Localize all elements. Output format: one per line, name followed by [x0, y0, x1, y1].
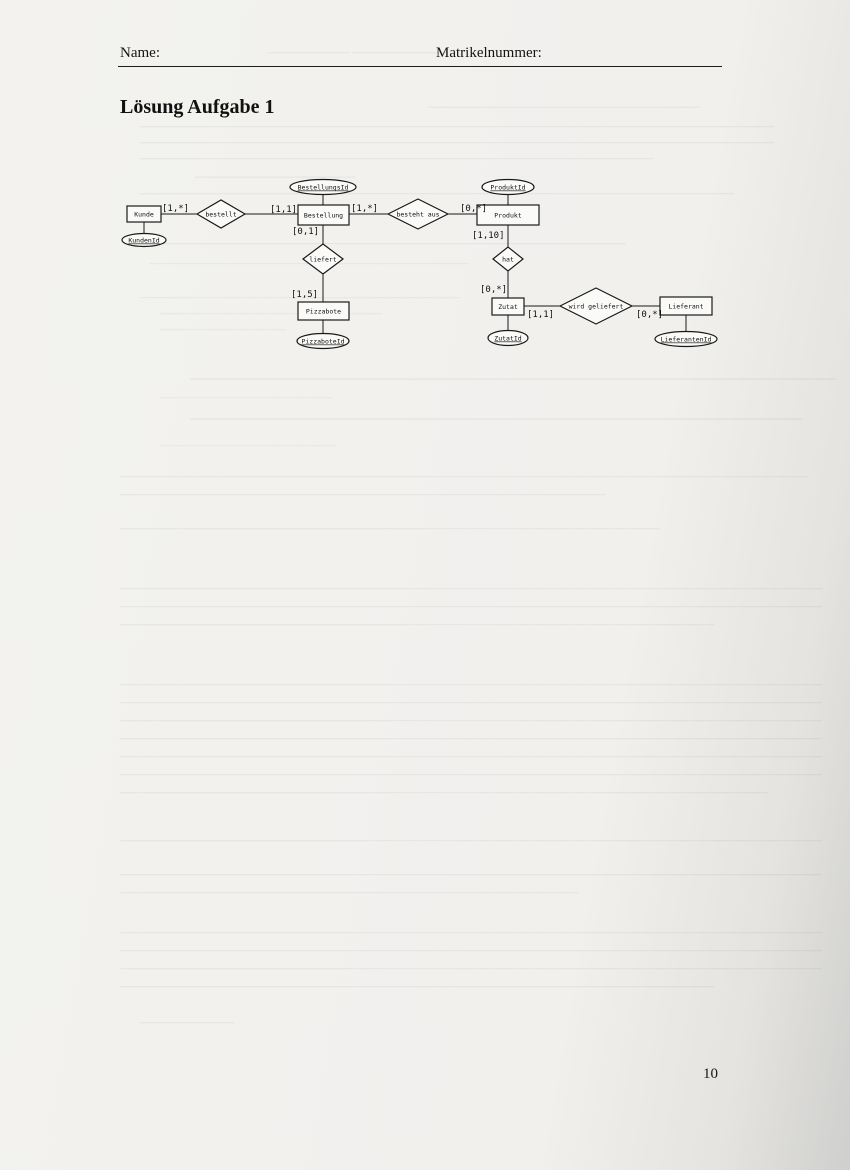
entity-bestellung — [297, 204, 350, 226]
bleed-through-text: ————————————————————————————————————————… — [120, 598, 822, 613]
matrikelnummer-label: Matrikelnummer: — [436, 45, 542, 61]
bleed-through-text: ————————————————— — [428, 98, 700, 115]
attr-lieferantenid-label: LieferantenId — [661, 336, 712, 344]
bleed-through-text: ————————————————————————————————————————… — [140, 118, 775, 133]
attr-bestellungsid — [289, 178, 357, 196]
attr-produktid-label: ProduktId — [490, 184, 525, 192]
header-rule — [118, 66, 722, 67]
bleed-through-text: —————— ——————— — [268, 44, 447, 59]
attr-bestellungsid-label: BestellungsId — [298, 184, 349, 192]
bleed-through-text: ————————————————————————————————————————… — [120, 468, 809, 483]
rel-besteht-aus-label: besteht aus — [396, 211, 439, 219]
bleed-through-text: ———————————————————————————————————— — [140, 235, 626, 250]
rel-wird-geliefert — [558, 287, 634, 325]
entity-bestellung-label: Bestellung — [304, 212, 343, 220]
bleed-through-text: ————————————————————————————————————————… — [120, 748, 822, 763]
attr-zutatid — [487, 329, 529, 347]
card-zutat-hat: [0,*] — [480, 285, 507, 295]
entity-produkt-label: Produkt — [494, 212, 521, 220]
entity-zutat — [491, 297, 525, 316]
bleed-through-text: ————————————————————————————————————————… — [120, 924, 822, 939]
entity-lieferant — [659, 296, 713, 316]
rel-bestellt-label: bestellt — [205, 211, 236, 219]
bleed-through-text: —————————————————————————————— — [160, 392, 332, 403]
attr-kundenid — [121, 232, 167, 248]
rel-besteht-aus — [386, 198, 450, 230]
bleed-through-text: ——————— — [140, 1014, 235, 1029]
bleed-through-text: ————————————————————————————————————————… — [120, 832, 822, 847]
bleed-through-text: —————————————————————————————————————— — [140, 150, 653, 165]
bleed-through-text: ———————————————————————————————————— — [190, 408, 802, 427]
name-label: Name: — [120, 45, 160, 61]
card-lieferant-wird-geliefert: [0,*] — [636, 310, 663, 320]
bleed-through-text: ————————————————————————————————————————… — [120, 960, 822, 975]
entity-produkt — [476, 204, 540, 226]
bleed-through-text: ——————————————————————————————— — [160, 440, 337, 451]
bleed-through-text: ————————————————————————————————————————… — [120, 580, 822, 595]
entity-pizzabote — [297, 301, 350, 321]
card-produkt-hat: [1,10] — [472, 231, 505, 241]
bleed-through-text: ————————————————————————————————————————… — [120, 694, 822, 709]
page-title: Lösung Aufgabe 1 — [120, 96, 275, 118]
entity-kunde — [126, 205, 162, 223]
bleed-through-text: ———————————————————————————————————————— — [120, 520, 660, 535]
bleed-through-text: ————————————————————————————————————————… — [140, 185, 734, 200]
attr-lieferantenid — [654, 330, 718, 348]
card-bestellung-besteht-aus: [1,*] — [351, 204, 378, 214]
bleed-through-text: ————————————————————————————————————————… — [120, 978, 714, 993]
bleed-through-text: ————————————————————————————————————————… — [120, 712, 822, 727]
rel-liefert-label: liefert — [309, 256, 336, 264]
bleed-through-text: ————————————————————————————————————————… — [120, 866, 822, 881]
bleed-through-text: ——————————————————————————————————————— — [160, 308, 383, 319]
card-bestellung-bestellt: [1,1] — [270, 205, 297, 215]
card-bestellung-liefert: [0,1] — [292, 227, 319, 237]
attr-kundenid-label: KundenId — [128, 237, 159, 245]
attr-produktid — [481, 178, 535, 196]
rel-liefert — [302, 243, 344, 275]
entity-pizzabote-label: Pizzabote — [306, 308, 341, 316]
rel-hat — [492, 246, 524, 272]
entity-lieferant-label: Lieferant — [668, 303, 703, 311]
bleed-through-text: ————————————————————————————————————————… — [140, 292, 460, 303]
card-pizzabote-liefert: [1,5] — [291, 290, 318, 300]
rel-hat-label: hat — [502, 256, 514, 264]
rel-bestellt — [195, 199, 247, 229]
card-kunde-bestellt: [1,*] — [162, 204, 189, 214]
bleed-through-text: ————————————————————————————————————————… — [140, 134, 775, 149]
bleed-through-text: —————————————————————————————————————— — [190, 368, 836, 387]
bleed-through-text: ———————————————————————————————————— — [120, 486, 606, 501]
attr-pizzaboteid — [296, 332, 350, 350]
rel-wird-geliefert-label: wird geliefert — [569, 303, 624, 311]
attr-pizzaboteid-label: PizzaboteId — [301, 338, 344, 346]
card-zutat-wird-geliefert: [1,1] — [527, 310, 554, 320]
card-produkt-besteht-aus: [0,*] — [460, 204, 487, 214]
bleed-through-text: ————————————————————————————————————————… — [120, 784, 768, 799]
attr-zutatid-label: ZutatId — [494, 335, 521, 343]
er-diagram: Kunde Bestellung Produkt Zutat Lieferant… — [121, 178, 718, 350]
bleed-through-text: —————————————————————————————————— — [120, 884, 579, 899]
entity-kunde-label: Kunde — [134, 211, 154, 219]
bleed-through-text: ————————————————————————————————————————… — [120, 616, 714, 631]
page-number: 10 — [703, 1066, 718, 1082]
bleed-through-text: ————————————————————————————————————————… — [120, 942, 822, 957]
bleed-through-text: ————————————————————————————————————————… — [120, 766, 822, 781]
bleed-through-text: ————————————————————————————————————————… — [120, 676, 822, 691]
bleed-through-text: ————————————————————————————————————————… — [120, 730, 822, 745]
bleed-through-text: —————————————————————— — [160, 324, 286, 335]
entity-zutat-label: Zutat — [498, 303, 518, 311]
